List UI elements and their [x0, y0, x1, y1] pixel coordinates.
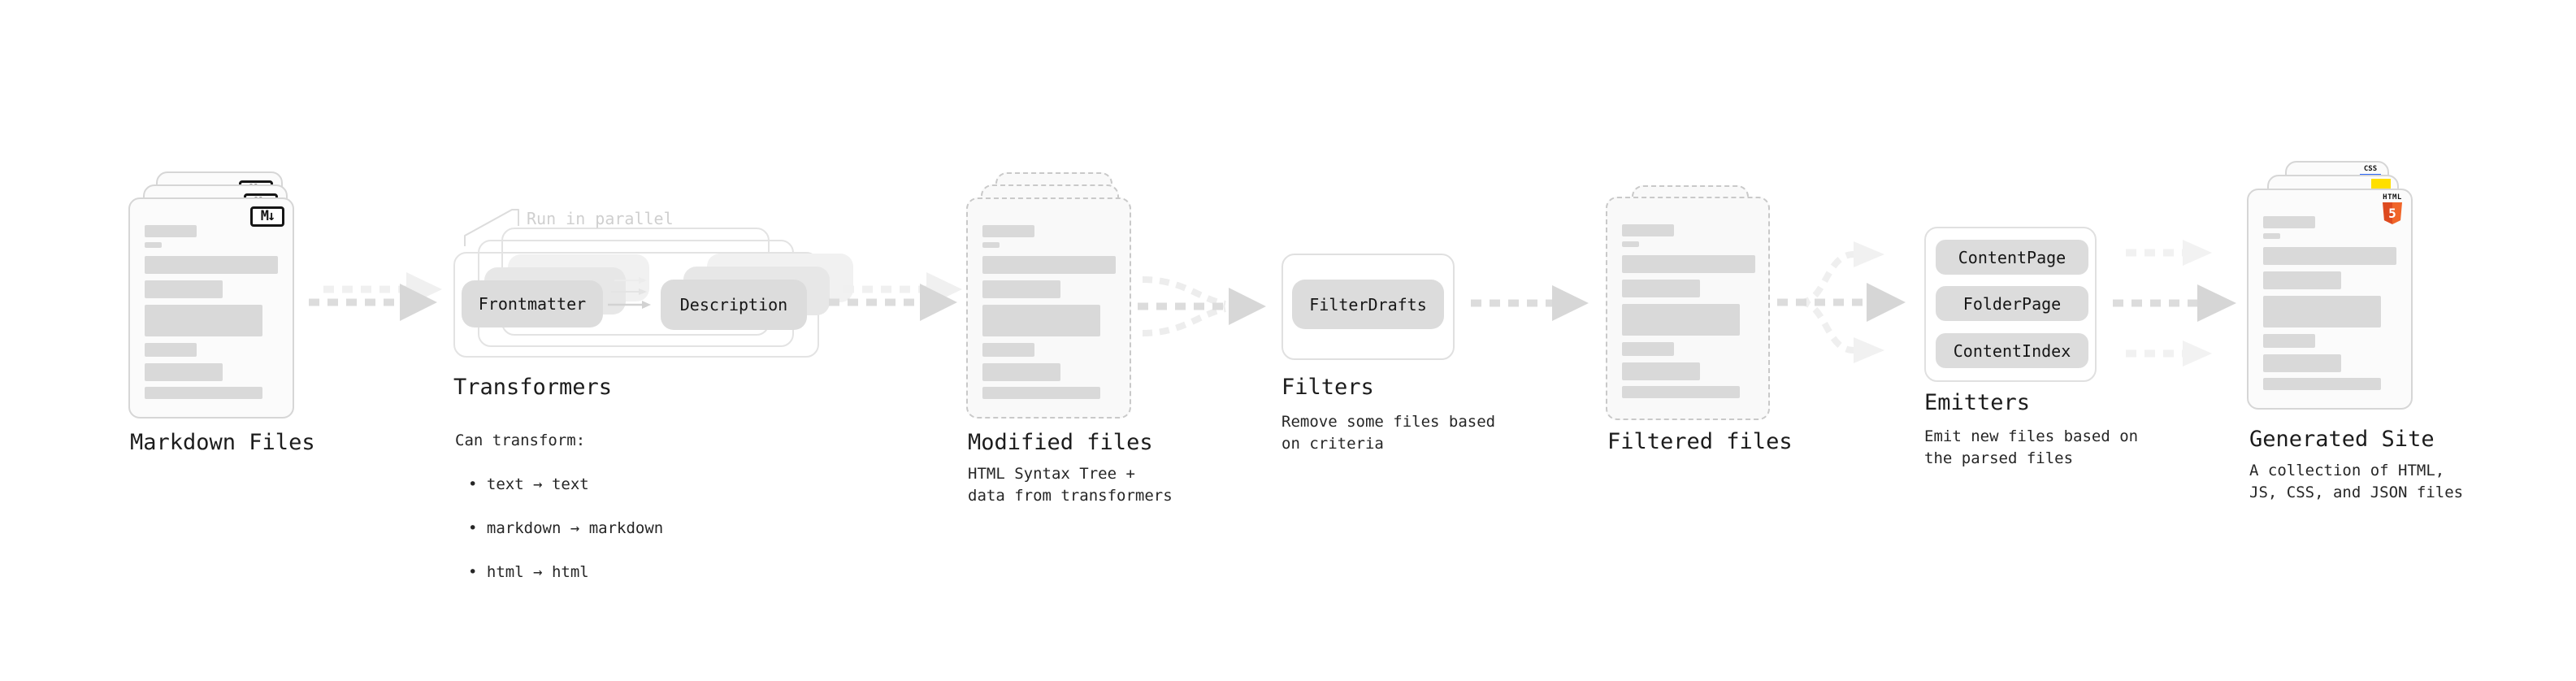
contentindex-node: ContentIndex: [1936, 333, 2088, 368]
skeleton-text-bar: [1622, 241, 1639, 247]
flow-arrow-modified-to-filters: [1138, 276, 1266, 336]
skeleton-text-bar: [2263, 378, 2381, 390]
emitters-title: Emitters: [1924, 390, 2031, 415]
skeleton-text-bar: [145, 387, 262, 399]
flow-arrow-emitters-to-site: [2113, 240, 2236, 367]
description-node: Description: [661, 280, 807, 330]
folderpage-node: FolderPage: [1936, 286, 2088, 321]
modified-file-card-front: [966, 197, 1131, 419]
skeleton-text-bar: [145, 343, 197, 357]
skeleton-text-bar: [145, 242, 162, 248]
emitters-group-box: ContentPage FolderPage ContentIndex: [1924, 227, 2097, 382]
markdown-icon: M↓: [250, 206, 284, 227]
skeleton-text-bar: [982, 225, 1034, 237]
html5-icon: HTML 5: [2382, 193, 2403, 224]
filterdrafts-node: FilterDrafts: [1292, 280, 1444, 329]
skeleton-text-bar: [1622, 342, 1674, 356]
filters-group-box: FilterDrafts: [1281, 254, 1455, 360]
markdown-files-label: Markdown Files: [130, 430, 315, 455]
transform-bullet: • text → text: [468, 475, 589, 493]
skeleton-text-bar: [1622, 386, 1740, 398]
filters-description: Remove some files based on criteria: [1281, 413, 1496, 453]
skeleton-text-bar: [1622, 255, 1755, 273]
filtered-file-card-front: [1606, 197, 1770, 420]
filtered-files-label: Filtered files: [1607, 429, 1793, 454]
skeleton-text-bar: [982, 343, 1034, 357]
skeleton-text-bar: [982, 242, 1000, 248]
transformer-inner-arrows: [608, 277, 651, 309]
run-in-parallel-annotation: Run in parallel: [527, 209, 674, 228]
skeleton-text-bar: [2263, 354, 2341, 372]
skeleton-text-bar: [1622, 304, 1740, 336]
skeleton-text-bar: [145, 256, 278, 274]
transform-bullet: • html → html: [468, 563, 589, 581]
run-in-parallel-leader-line: [464, 209, 519, 246]
html5-shield: 5: [2383, 202, 2402, 224]
skeleton-text-bar: [145, 305, 262, 336]
skeleton-text-bar: [1622, 280, 1700, 297]
markdown-file-card-front: M↓: [128, 197, 294, 419]
skeleton-text-bar: [1622, 224, 1674, 236]
generated-site-description: A collection of HTML, JS, CSS, and JSON …: [2249, 462, 2464, 501]
skeleton-text-bar: [145, 363, 223, 381]
skeleton-text-bar: [2263, 247, 2396, 265]
skeleton-text-bar: [1622, 362, 1700, 380]
emitters-description: Emit new files based on the parsed files: [1924, 427, 2139, 467]
contentpage-node: ContentPage: [1936, 240, 2088, 275]
transform-bullet: • markdown → markdown: [468, 519, 664, 537]
modified-files-label: Modified files: [968, 430, 1153, 455]
transformers-title: Transformers: [453, 375, 613, 400]
skeleton-text-bar: [982, 363, 1060, 381]
skeleton-text-bar: [2263, 216, 2315, 228]
skeleton-text-bar: [982, 280, 1060, 298]
flow-arrow-markdown-to-transformers: [309, 272, 442, 321]
transformers-description: Can transform: • text → text • markdown …: [455, 408, 663, 605]
skeleton-text-bar: [982, 387, 1100, 399]
skeleton-text-bar: [145, 280, 223, 298]
flow-arrow-filtered-to-emitters: [1777, 241, 1906, 363]
skeleton-text-bar: [2263, 296, 2381, 327]
skeleton-text-bar: [2263, 271, 2341, 289]
generated-site-label: Generated Site: [2249, 427, 2435, 452]
frontmatter-node: Frontmatter: [462, 280, 603, 327]
skeleton-text-bar: [982, 305, 1100, 336]
modified-files-description: HTML Syntax Tree + data from transformer…: [968, 465, 1173, 505]
flow-arrow-filters-to-filtered: [1471, 285, 1589, 321]
site-file-card-html: HTML 5: [2247, 189, 2413, 410]
filters-title: Filters: [1281, 375, 1374, 400]
skeleton-text-bar: [2263, 334, 2315, 348]
skeleton-text-bar: [982, 256, 1116, 274]
js-file-icon: [2371, 179, 2391, 191]
skeleton-text-bar: [2263, 233, 2280, 239]
can-transform-heading: Can transform:: [455, 432, 586, 449]
skeleton-text-bar: [145, 225, 197, 237]
flow-arrow-transformers-to-modified: [829, 272, 962, 321]
